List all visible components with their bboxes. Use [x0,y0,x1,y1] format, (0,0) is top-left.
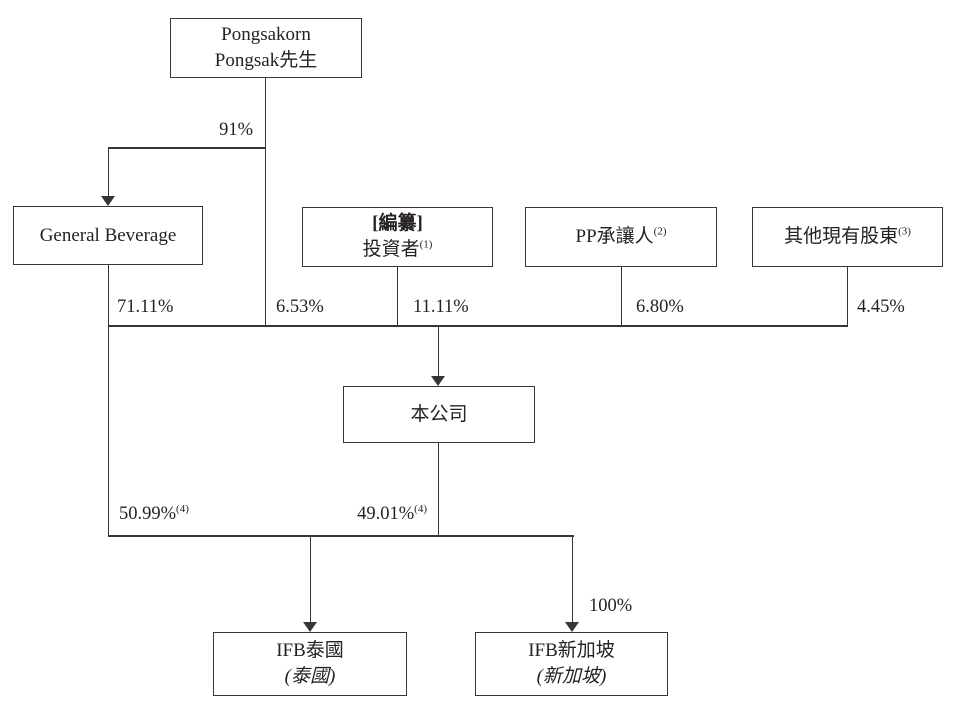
ownership-label-49-01pct: 49.01%(4) [357,502,427,525]
connector-company-down [437,443,439,535]
connector-investors-down [396,267,398,325]
footnote-marker-3: (3) [898,225,911,238]
node-ifb-singapore-name: IFB新加坡 [528,640,615,662]
node-company-label: 本公司 [410,403,468,425]
node-the-company: 本公司 [343,386,535,443]
ownership-label-91pct: 91% [219,120,253,140]
connector-pp-down [620,267,622,325]
node-pp-transferees: PP承讓人(2) [525,207,717,267]
node-other-text: 其他現有股東 [784,226,899,248]
ownership-label-4-45pct: 4.45% [857,297,905,317]
arrowhead-ifb-singapore [565,622,579,632]
arrowhead-company [431,376,445,386]
node-pongsakorn-line2: Pongsak先生 [214,50,318,71]
node-ifb-thailand-jurisdiction: (泰國) [284,666,336,687]
ownership-label-49-01pct-value: 49.01% [357,504,415,524]
ownership-label-71-11pct: 71.11% [117,297,174,317]
ownership-label-6-80pct: 6.80% [636,297,684,317]
node-ifb-thailand-name: IFB泰國 [276,640,344,662]
node-pp-label: PP承讓人(2) [576,224,667,250]
node-investors-label: 投資者(1) [363,237,433,263]
node-investors: [編纂] 投資者(1) [302,207,493,267]
ownership-label-6-53pct: 6.53% [276,297,324,317]
connector-other-down [846,267,848,326]
connector-to-company [437,325,439,378]
node-other-label: 其他現有股東(3) [784,224,911,250]
arrowhead-general-beverage [101,196,115,206]
node-pongsakorn-pongsak: Pongsakorn Pongsak先生 [170,18,362,78]
footnote-marker-2: (2) [653,225,667,238]
node-ifb-singapore: IFB新加坡 (新加坡) [475,632,668,696]
node-investors-text: 投資者 [362,239,420,260]
footnote-marker-4: (4) [176,502,189,515]
node-pp-text: PP承讓人 [575,226,654,248]
node-ifb-singapore-jurisdiction: (新加坡) [536,666,607,687]
connector-general-beverage-down [107,265,109,535]
ownership-label-11-11pct: 11.11% [413,297,469,317]
connector-bus-company [107,325,848,327]
node-other-existing-shareholders: 其他現有股東(3) [752,207,943,267]
connector-91pct-horizontal [107,147,266,149]
connector-bus-subsidiaries [107,535,574,537]
footnote-marker-1: (1) [419,238,433,251]
connector-pongsakorn-down [264,78,266,325]
connector-to-ifb-singapore [571,535,573,622]
node-investors-redaction: [編纂] [372,213,423,235]
ownership-label-50-99pct: 50.99%(4) [119,502,189,525]
footnote-marker-4: (4) [414,502,427,515]
node-general-beverage: General Beverage [13,206,203,265]
node-ifb-thailand: IFB泰國 (泰國) [213,632,407,696]
connector-to-general-beverage [107,147,109,198]
node-pongsakorn-line1: Pongsakorn [221,24,311,46]
ownership-label-50-99pct-value: 50.99% [119,504,177,524]
ownership-label-100pct: 100% [589,596,633,616]
arrowhead-ifb-thailand [303,622,317,632]
connector-to-ifb-thailand [309,535,311,622]
node-general-beverage-label: General Beverage [39,224,177,246]
